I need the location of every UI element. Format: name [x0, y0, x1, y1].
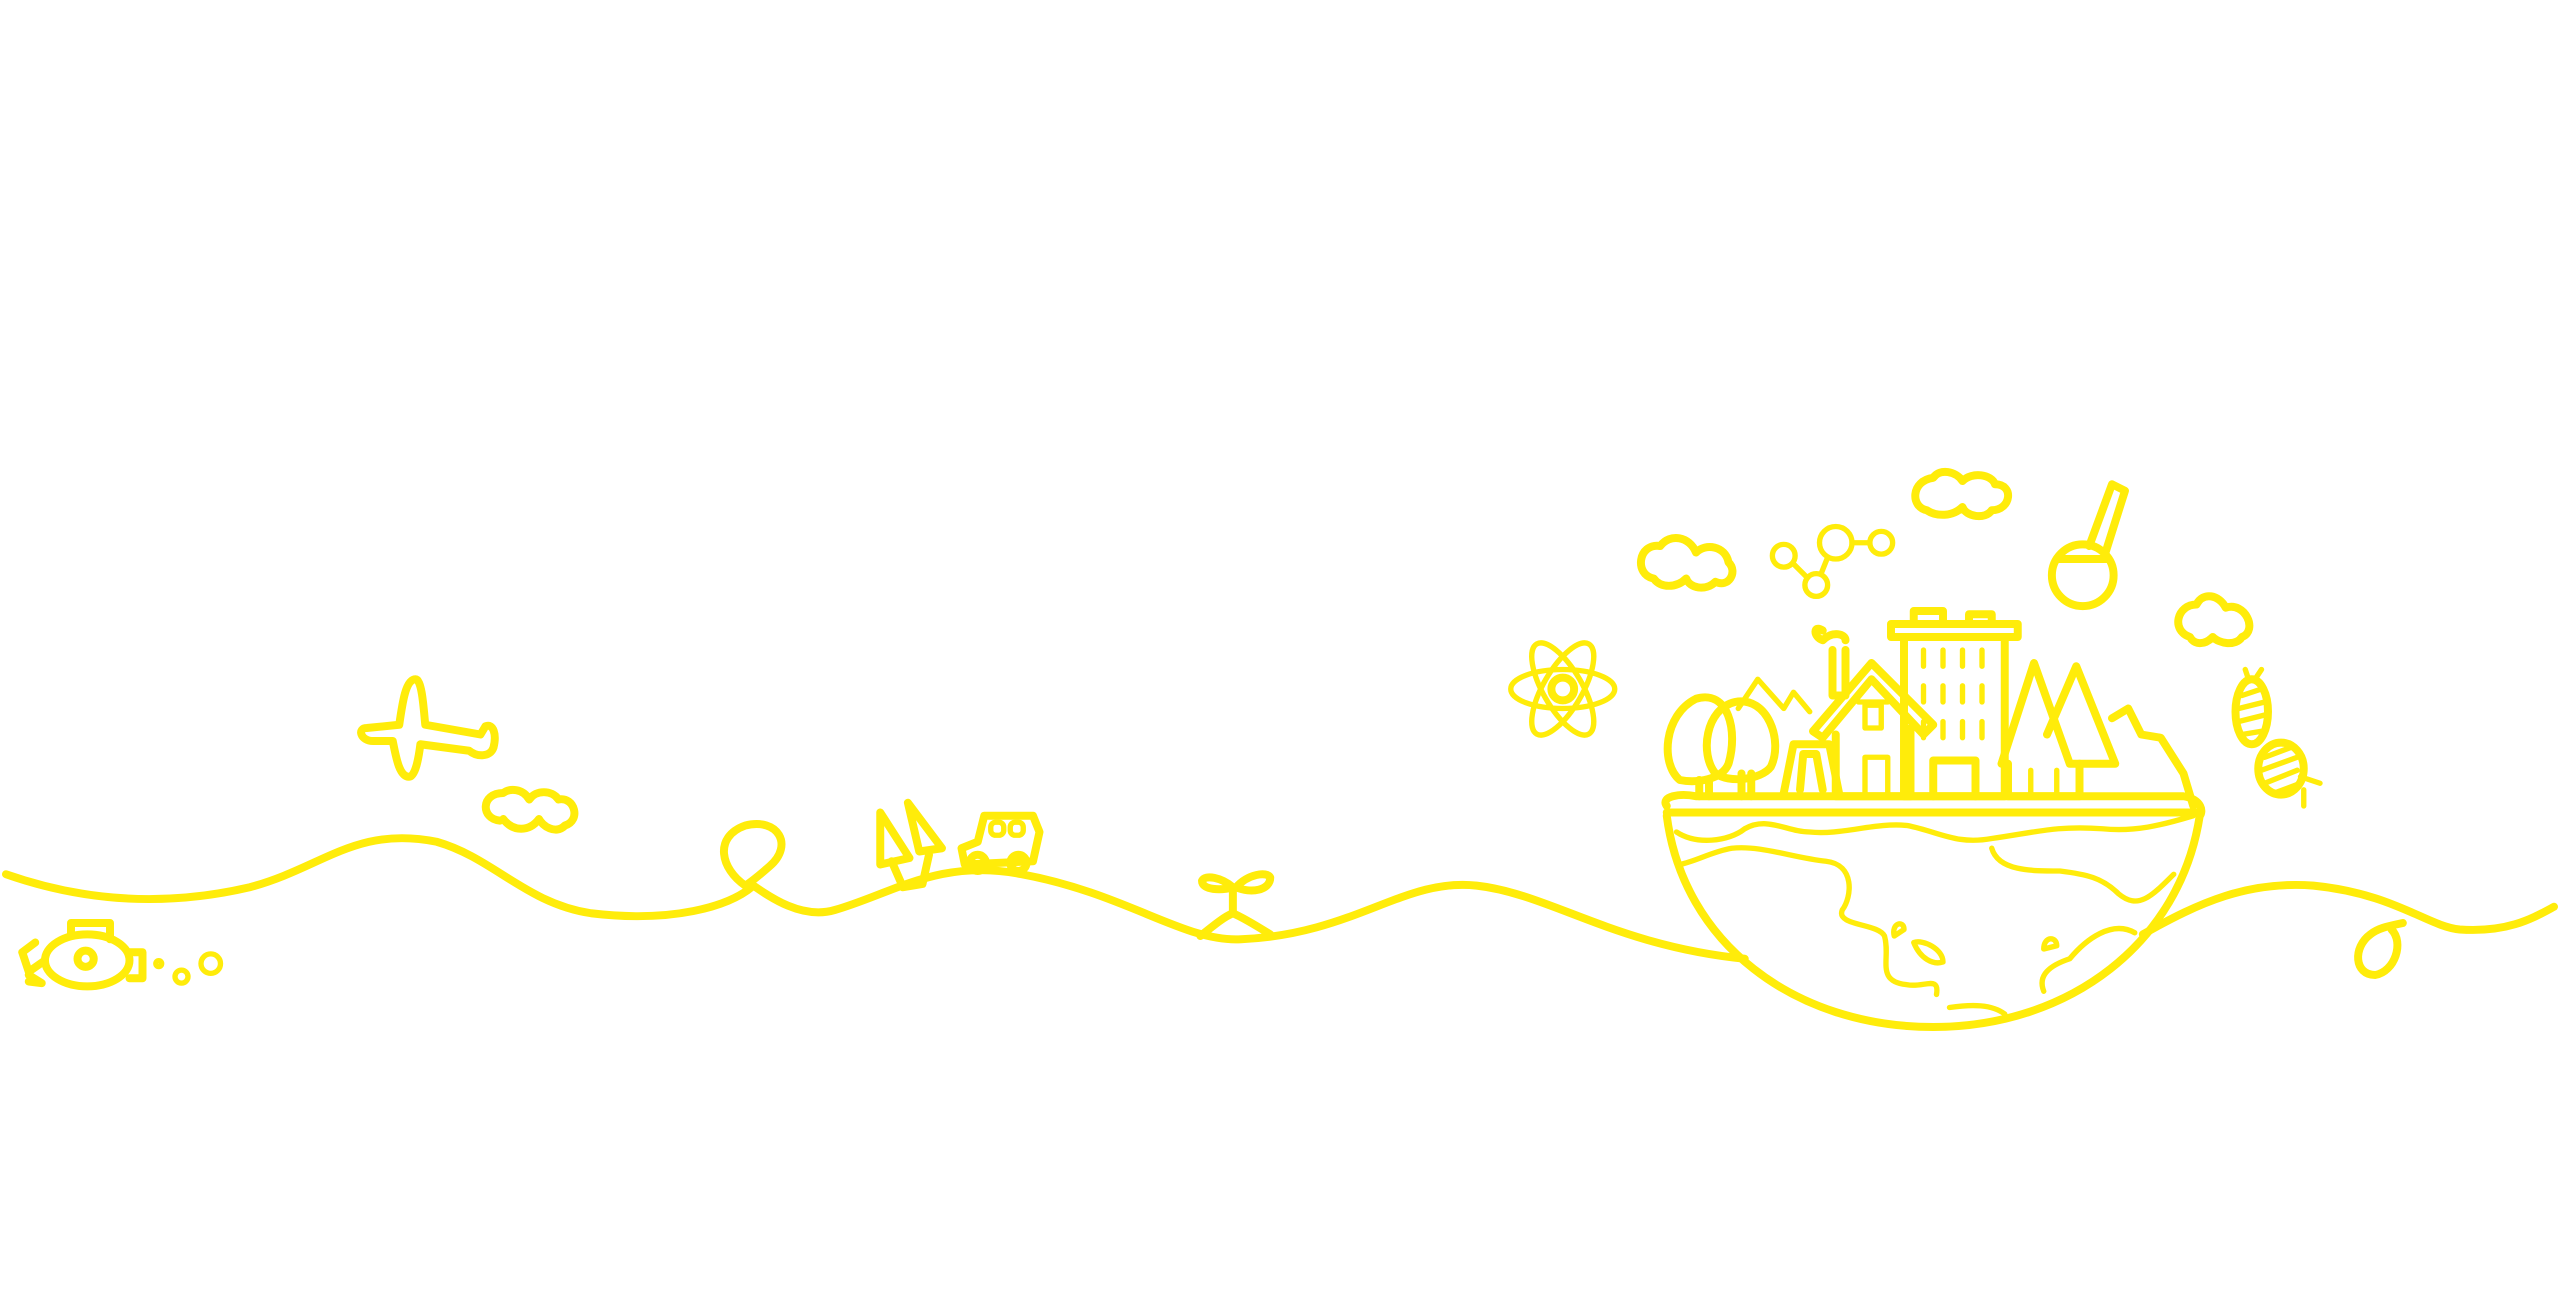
loop-icon — [2354, 919, 2407, 979]
molecule-icon — [1769, 523, 1896, 600]
atom-icon — [1508, 640, 1618, 738]
hill-outline — [1735, 676, 1813, 715]
tree-icon — [1997, 659, 2198, 810]
tree-icon — [1702, 697, 1780, 801]
sailboat-icon — [876, 798, 946, 892]
bubble-icon — [153, 951, 224, 986]
sprout-icon — [1196, 870, 1275, 940]
loop-icon — [720, 820, 786, 890]
cloud-icon — [481, 785, 579, 834]
cloud-icon — [2174, 592, 2254, 648]
cloud-icon — [1637, 534, 1737, 592]
dna-icon — [2231, 666, 2323, 809]
airplane-icon — [357, 675, 499, 781]
submarine-icon — [18, 919, 147, 991]
building-icon — [1887, 607, 2022, 801]
earth-globe-icon — [1661, 791, 2206, 1031]
cloud-icon — [1911, 467, 2013, 521]
flask-icon — [2047, 480, 2129, 611]
car-icon — [957, 811, 1044, 875]
wavy-horizon-line — [2, 834, 2558, 963]
